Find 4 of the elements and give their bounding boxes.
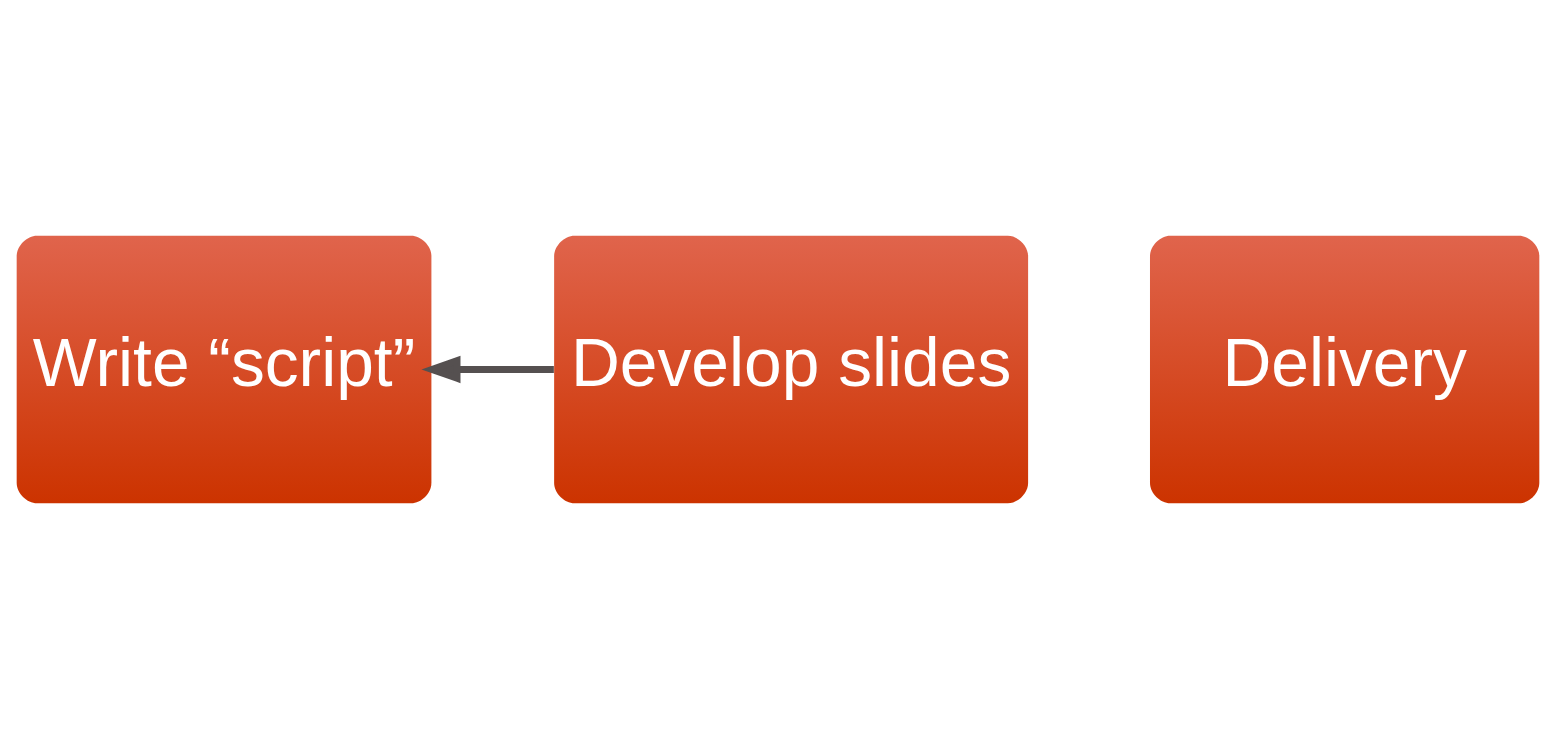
node-box: Develop slides — [554, 235, 1029, 504]
node-box: Delivery — [1150, 235, 1540, 504]
node-box: Write “script” — [16, 235, 432, 504]
arrow — [421, 355, 554, 384]
